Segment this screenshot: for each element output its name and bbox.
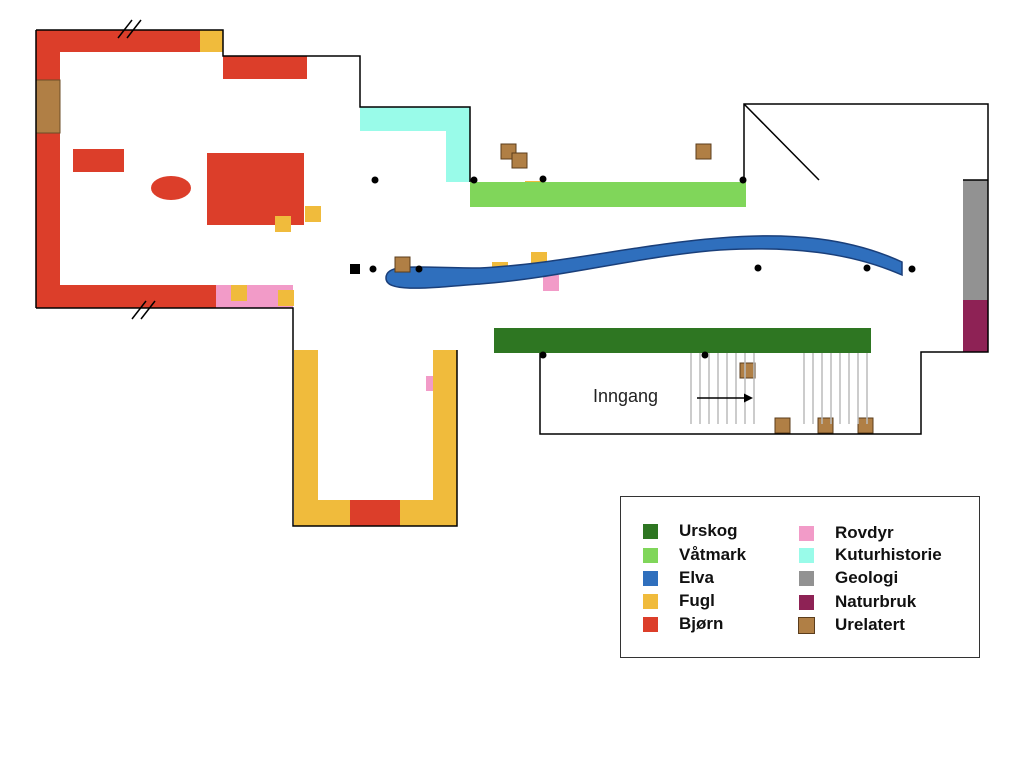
geologi-area <box>963 180 988 300</box>
column-dot <box>539 351 547 359</box>
wall-break-marks <box>117 19 156 320</box>
legend-item-urelatert: Urelatert <box>798 614 905 636</box>
legend-item-rovdyr: Rovdyr <box>799 522 894 544</box>
urskog-area <box>494 328 871 353</box>
rovdyr-small-1 <box>543 275 559 291</box>
urelatert-marker <box>511 152 528 169</box>
vatmark-area <box>470 182 746 207</box>
legend-item-fugl: Fugl <box>643 590 715 612</box>
legend-label: Våtmark <box>679 545 747 564</box>
legend-item-geologi: Geologi <box>799 567 898 589</box>
bjorn-wall-left <box>36 30 60 308</box>
bjorn-wall-top <box>36 30 200 52</box>
bjorn-oval <box>151 176 191 200</box>
column-dot <box>415 265 423 273</box>
legend-swatch <box>643 547 658 563</box>
legend-label: Rovdyr <box>835 523 894 542</box>
legend-item-urskog: Urskog <box>643 520 738 542</box>
fugl-small-3 <box>231 285 247 301</box>
entrance-label: Inngang <box>593 386 659 406</box>
legend-swatch <box>798 616 815 634</box>
fugl-u-right <box>433 350 457 526</box>
bjorn-wall-bottom <box>36 285 216 308</box>
legend-item-naturbruk: Naturbruk <box>799 591 916 613</box>
legend-label: Elva <box>679 568 714 587</box>
legend-item-elva: Elva <box>643 567 714 589</box>
urelatert-marker <box>774 417 791 434</box>
legend-label: Naturbruk <box>835 592 917 611</box>
column-square <box>350 264 360 274</box>
walls <box>35 29 989 527</box>
column-dot <box>863 264 871 272</box>
bjorn-areas <box>36 30 400 526</box>
legend: Urskog Våtmark Elva Fugl Bjørn Rovdyr Ku… <box>620 496 980 658</box>
legend-swatch <box>643 570 658 586</box>
kulturhistorie-vertical <box>446 107 470 182</box>
legend-swatch <box>799 594 814 610</box>
wall-diagonal <box>743 103 820 181</box>
legend-swatch <box>643 616 658 632</box>
wall-west-bottom <box>36 307 458 527</box>
fugl-small-4 <box>278 290 294 306</box>
bjorn-large-block <box>207 153 304 225</box>
column-dot <box>754 264 762 272</box>
fugl-u-left <box>294 350 318 526</box>
legend-swatch <box>799 547 814 563</box>
urelatert-markers <box>394 143 874 434</box>
legend-item-kulturhistorie: Kuturhistorie <box>799 544 942 566</box>
entrance-arrow-icon <box>697 393 753 403</box>
column-dot <box>908 265 916 273</box>
legend-label: Bjørn <box>679 614 724 633</box>
bjorn-bottom-middle <box>350 500 400 526</box>
legend-label: Kuturhistorie <box>835 545 942 564</box>
fugl-top-corner <box>200 30 223 52</box>
fugl-small-1 <box>275 216 291 232</box>
elva-river <box>385 235 903 289</box>
urelatert-left-wall <box>35 79 61 134</box>
naturbruk-area <box>963 300 988 352</box>
legend-label: Urelatert <box>835 615 905 634</box>
break-mark-top <box>117 19 133 39</box>
legend-label: Urskog <box>679 521 738 540</box>
entrance-lines <box>690 353 868 424</box>
column-dot <box>369 265 377 273</box>
break-mark-bottom <box>140 300 156 320</box>
urelatert-marker <box>739 362 756 379</box>
column-dot <box>539 175 547 183</box>
legend-swatch <box>643 593 658 609</box>
column-dot <box>371 176 379 184</box>
legend-item-vatmark: Våtmark <box>643 544 746 566</box>
urelatert-marker <box>394 256 411 273</box>
columns <box>350 175 916 359</box>
break-mark-bottom <box>131 300 147 320</box>
legend-label: Fugl <box>679 591 715 610</box>
fugl-small-2 <box>305 206 321 222</box>
legend-swatch <box>799 570 814 586</box>
kulturhistorie-area <box>360 107 470 182</box>
urelatert-marker <box>857 417 874 434</box>
wall-east-upper <box>539 103 989 435</box>
wall-top-left <box>36 29 471 182</box>
legend-swatch <box>799 525 814 541</box>
column-dot <box>701 351 709 359</box>
bjorn-small-bar <box>73 149 124 172</box>
legend-item-bjorn: Bjørn <box>643 613 723 635</box>
column-dot <box>739 176 747 184</box>
bjorn-bar-top <box>223 56 307 79</box>
legend-label: Geologi <box>835 568 899 587</box>
column-dot <box>470 176 478 184</box>
fugl-areas <box>200 30 547 526</box>
legend-swatch <box>643 523 658 539</box>
urelatert-marker <box>695 143 712 160</box>
break-mark-top <box>126 19 142 39</box>
fugl-u-bottom-left <box>294 500 350 526</box>
